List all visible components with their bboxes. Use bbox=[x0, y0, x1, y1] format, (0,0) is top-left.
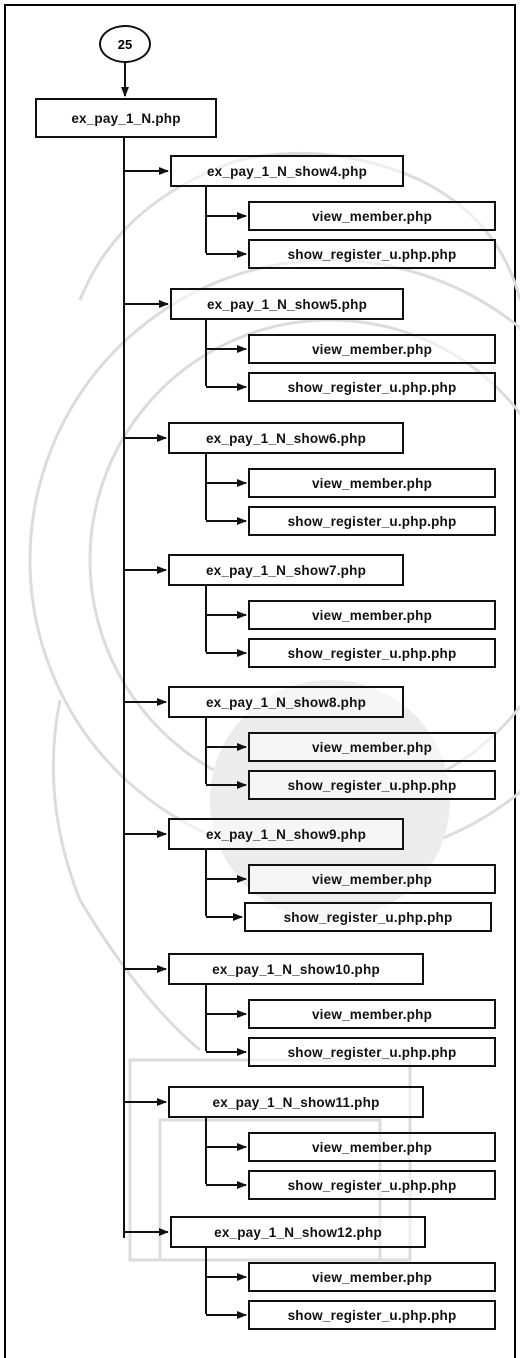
page-node-label: ex_pay_1_N_show6.php bbox=[205, 430, 367, 446]
page-node-show7: ex_pay_1_N_show7.php bbox=[168, 554, 404, 586]
view-member-node: view_member.php bbox=[248, 1132, 496, 1162]
view-member-node: view_member.php bbox=[248, 732, 496, 762]
page-node-label: ex_pay_1_N_show5.php bbox=[206, 296, 368, 312]
show-register-node: show_register_u.php.php bbox=[248, 770, 496, 800]
child-node-label: show_register_u.php.php bbox=[287, 777, 457, 793]
page-node-show9: ex_pay_1_N_show9.php bbox=[168, 818, 404, 850]
child-node-label: view_member.php bbox=[311, 739, 433, 755]
connector-25: 25 bbox=[99, 25, 151, 63]
child-node-label: show_register_u.php.php bbox=[287, 1177, 457, 1193]
child-node-label: show_register_u.php.php bbox=[287, 1307, 457, 1323]
child-node-label: show_register_u.php.php bbox=[287, 513, 457, 529]
child-node-label: show_register_u.php.php bbox=[287, 379, 457, 395]
child-node-label: view_member.php bbox=[311, 1139, 433, 1155]
page-node-show6: ex_pay_1_N_show6.php bbox=[168, 422, 404, 454]
connector-label: 25 bbox=[117, 36, 133, 52]
page-node-show5: ex_pay_1_N_show5.php bbox=[170, 288, 404, 320]
page-node-show8: ex_pay_1_N_show8.php bbox=[168, 686, 404, 718]
page-node-label: ex_pay_1_N_show4.php bbox=[206, 163, 368, 179]
child-node-label: view_member.php bbox=[311, 341, 433, 357]
child-node-label: view_member.php bbox=[311, 475, 433, 491]
show-register-node: show_register_u.php.php bbox=[248, 506, 496, 536]
view-member-node: view_member.php bbox=[248, 201, 496, 231]
page-node-show10: ex_pay_1_N_show10.php bbox=[168, 953, 424, 985]
view-member-node: view_member.php bbox=[248, 600, 496, 630]
page-node-show12: ex_pay_1_N_show12.php bbox=[170, 1216, 426, 1248]
view-member-node: view_member.php bbox=[248, 468, 496, 498]
child-node-label: show_register_u.php.php bbox=[287, 1044, 457, 1060]
page-node-label: ex_pay_1_N_show11.php bbox=[212, 1094, 380, 1110]
child-node-label: show_register_u.php.php bbox=[287, 246, 457, 262]
child-node-label: view_member.php bbox=[311, 871, 433, 887]
show-register-node: show_register_u.php.php bbox=[248, 1170, 496, 1200]
child-node-label: view_member.php bbox=[311, 1006, 433, 1022]
page-node-show4: ex_pay_1_N_show4.php bbox=[170, 155, 404, 187]
show-register-node: show_register_u.php.php bbox=[248, 638, 496, 668]
show-register-node: show_register_u.php.php bbox=[248, 1300, 496, 1330]
page-node-label: ex_pay_1_N_show12.php bbox=[214, 1224, 382, 1240]
show-register-node: show_register_u.php.php bbox=[248, 1037, 496, 1067]
view-member-node: view_member.php bbox=[248, 334, 496, 364]
page-node-label: ex_pay_1_N_show10.php bbox=[212, 961, 380, 977]
page-node-label: ex_pay_1_N_show8.php bbox=[205, 694, 367, 710]
show-register-node: show_register_u.php.php bbox=[248, 372, 496, 402]
child-node-label: show_register_u.php.php bbox=[283, 909, 453, 925]
show-register-node: show_register_u.php.php bbox=[248, 239, 496, 269]
child-node-label: show_register_u.php.php bbox=[287, 645, 457, 661]
child-node-label: view_member.php bbox=[311, 208, 433, 224]
view-member-node: view_member.php bbox=[248, 999, 496, 1029]
view-member-node: view_member.php bbox=[248, 864, 496, 894]
child-node-label: view_member.php bbox=[311, 1269, 433, 1285]
page-node-label: ex_pay_1_N_show9.php bbox=[205, 826, 367, 842]
view-member-node: view_member.php bbox=[248, 1262, 496, 1292]
root-label: ex_pay_1_N.php bbox=[71, 110, 181, 126]
page-node-show11: ex_pay_1_N_show11.php bbox=[168, 1086, 424, 1118]
show-register-node: show_register_u.php.php bbox=[244, 902, 492, 932]
page-node-label: ex_pay_1_N_show7.php bbox=[205, 562, 367, 578]
child-node-label: view_member.php bbox=[311, 607, 433, 623]
root-node: ex_pay_1_N.php bbox=[35, 98, 217, 138]
